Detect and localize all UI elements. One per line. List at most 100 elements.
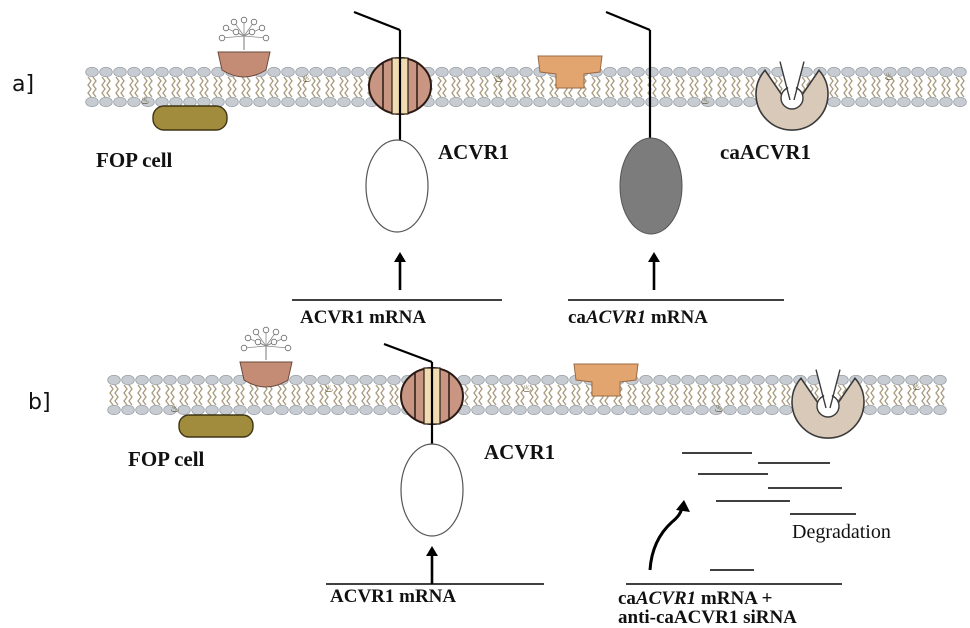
lipid-tail [522, 77, 525, 97]
lipid-tail [261, 77, 264, 97]
lipid-head [486, 405, 499, 415]
lipid-tail [130, 77, 133, 97]
lipid-head [528, 405, 541, 415]
lipid-tail [866, 385, 869, 405]
lipid-head [374, 375, 387, 385]
lipid-head [632, 97, 645, 107]
lipid-tail [653, 77, 656, 97]
lipid-tail [894, 385, 897, 405]
lipid-tail [536, 77, 539, 97]
lipid-tail [661, 385, 664, 405]
lipid-tail [908, 385, 911, 405]
lipid-tail [947, 77, 950, 97]
glycan-icon [219, 17, 269, 50]
lipid-tail [544, 385, 547, 405]
lipid-head [864, 405, 877, 415]
lipid-tail [782, 385, 785, 405]
lipid-tail [488, 385, 491, 405]
lipid-head [492, 97, 505, 107]
lipid-tail [905, 77, 908, 97]
lipid-tail [395, 385, 398, 405]
lipid-tail [572, 385, 575, 405]
lipid-head [108, 375, 121, 385]
lipid-tail [732, 77, 735, 97]
lipid-head [864, 375, 877, 385]
lipid-head [178, 375, 191, 385]
lipid-head [324, 97, 337, 107]
lipid-tail [457, 77, 460, 97]
lipid-tail [269, 385, 272, 405]
lipid-head [150, 405, 163, 415]
lipid-tail [642, 385, 645, 405]
lipid-tail [180, 385, 183, 405]
lipid-head [360, 405, 373, 415]
lipid-tail [787, 385, 790, 405]
lipid-tail [527, 77, 530, 97]
lipid-tail [703, 385, 706, 405]
lipid-head [198, 67, 211, 77]
lipid-head [870, 67, 883, 77]
lipid-tail [541, 77, 544, 97]
lipid-head [730, 67, 743, 77]
lipid-head [856, 67, 869, 77]
lipid-tail [289, 77, 292, 97]
lipid-head [478, 97, 491, 107]
panel-b-caacvr1-mrna-prefix: ca [618, 588, 636, 609]
lipid-head [478, 67, 491, 77]
lipid-tail [485, 77, 488, 97]
lipid-tail [465, 385, 468, 405]
lipid-head [940, 97, 953, 107]
lipid-tail [466, 77, 469, 97]
lipid-tail [684, 385, 687, 405]
lipid-head [206, 405, 219, 415]
panel-a-acvr1-ligand-arm [354, 12, 400, 30]
lipid-tail [885, 385, 888, 405]
lipid-tail [675, 385, 678, 405]
lipid-tail [723, 77, 726, 97]
lipid-head [136, 375, 149, 385]
lipid-head [276, 405, 289, 415]
lipid-tail [471, 77, 474, 97]
panel-b-acvr1-kinase-domain [401, 444, 463, 536]
lipid-head [514, 405, 527, 415]
lipid-tail [227, 385, 230, 405]
cholesterol-icon: ♨ [140, 94, 150, 107]
lipid-tail [166, 385, 169, 405]
lipid-head [290, 405, 303, 415]
lipid-head [318, 405, 331, 415]
lipid-tail [438, 77, 441, 97]
lipid-tail [205, 77, 208, 97]
lipid-tail [634, 77, 637, 97]
lipid-tail [177, 77, 180, 97]
lipid-tail [129, 385, 132, 405]
lipid-tail [872, 77, 875, 97]
panel-b-caacvr1-mrna-suffix: mRNA + [696, 588, 772, 609]
lipid-head [842, 97, 855, 107]
lipid-head [738, 375, 751, 385]
lipid-head [682, 375, 695, 385]
lipid-tail [667, 77, 670, 97]
lipid-tail [508, 77, 511, 97]
lipid-tail [698, 385, 701, 405]
lipid-tail [121, 77, 124, 97]
lipid-head [926, 97, 939, 107]
lipid-tail [194, 385, 197, 405]
lipid-head [500, 375, 513, 385]
panel-a-caacvr1-translation-arrow [648, 252, 660, 290]
lipid-head [234, 405, 247, 415]
lipid-tail [326, 77, 329, 97]
lipid-head [542, 375, 555, 385]
lipid-head [150, 375, 163, 385]
lipid-head [472, 405, 485, 415]
lipid-head [388, 405, 401, 415]
lipid-tail [143, 385, 146, 405]
lipid-head [878, 405, 891, 415]
lipid-tail [516, 385, 519, 405]
lipid-head [352, 97, 365, 107]
lipid-tail [858, 77, 861, 97]
lipid-head [240, 97, 253, 107]
lipid-head [744, 97, 757, 107]
lipid-tail [354, 77, 357, 97]
panel-a-caacvr1-mrna-prefix: ca [568, 307, 586, 328]
lipid-head [934, 405, 947, 415]
